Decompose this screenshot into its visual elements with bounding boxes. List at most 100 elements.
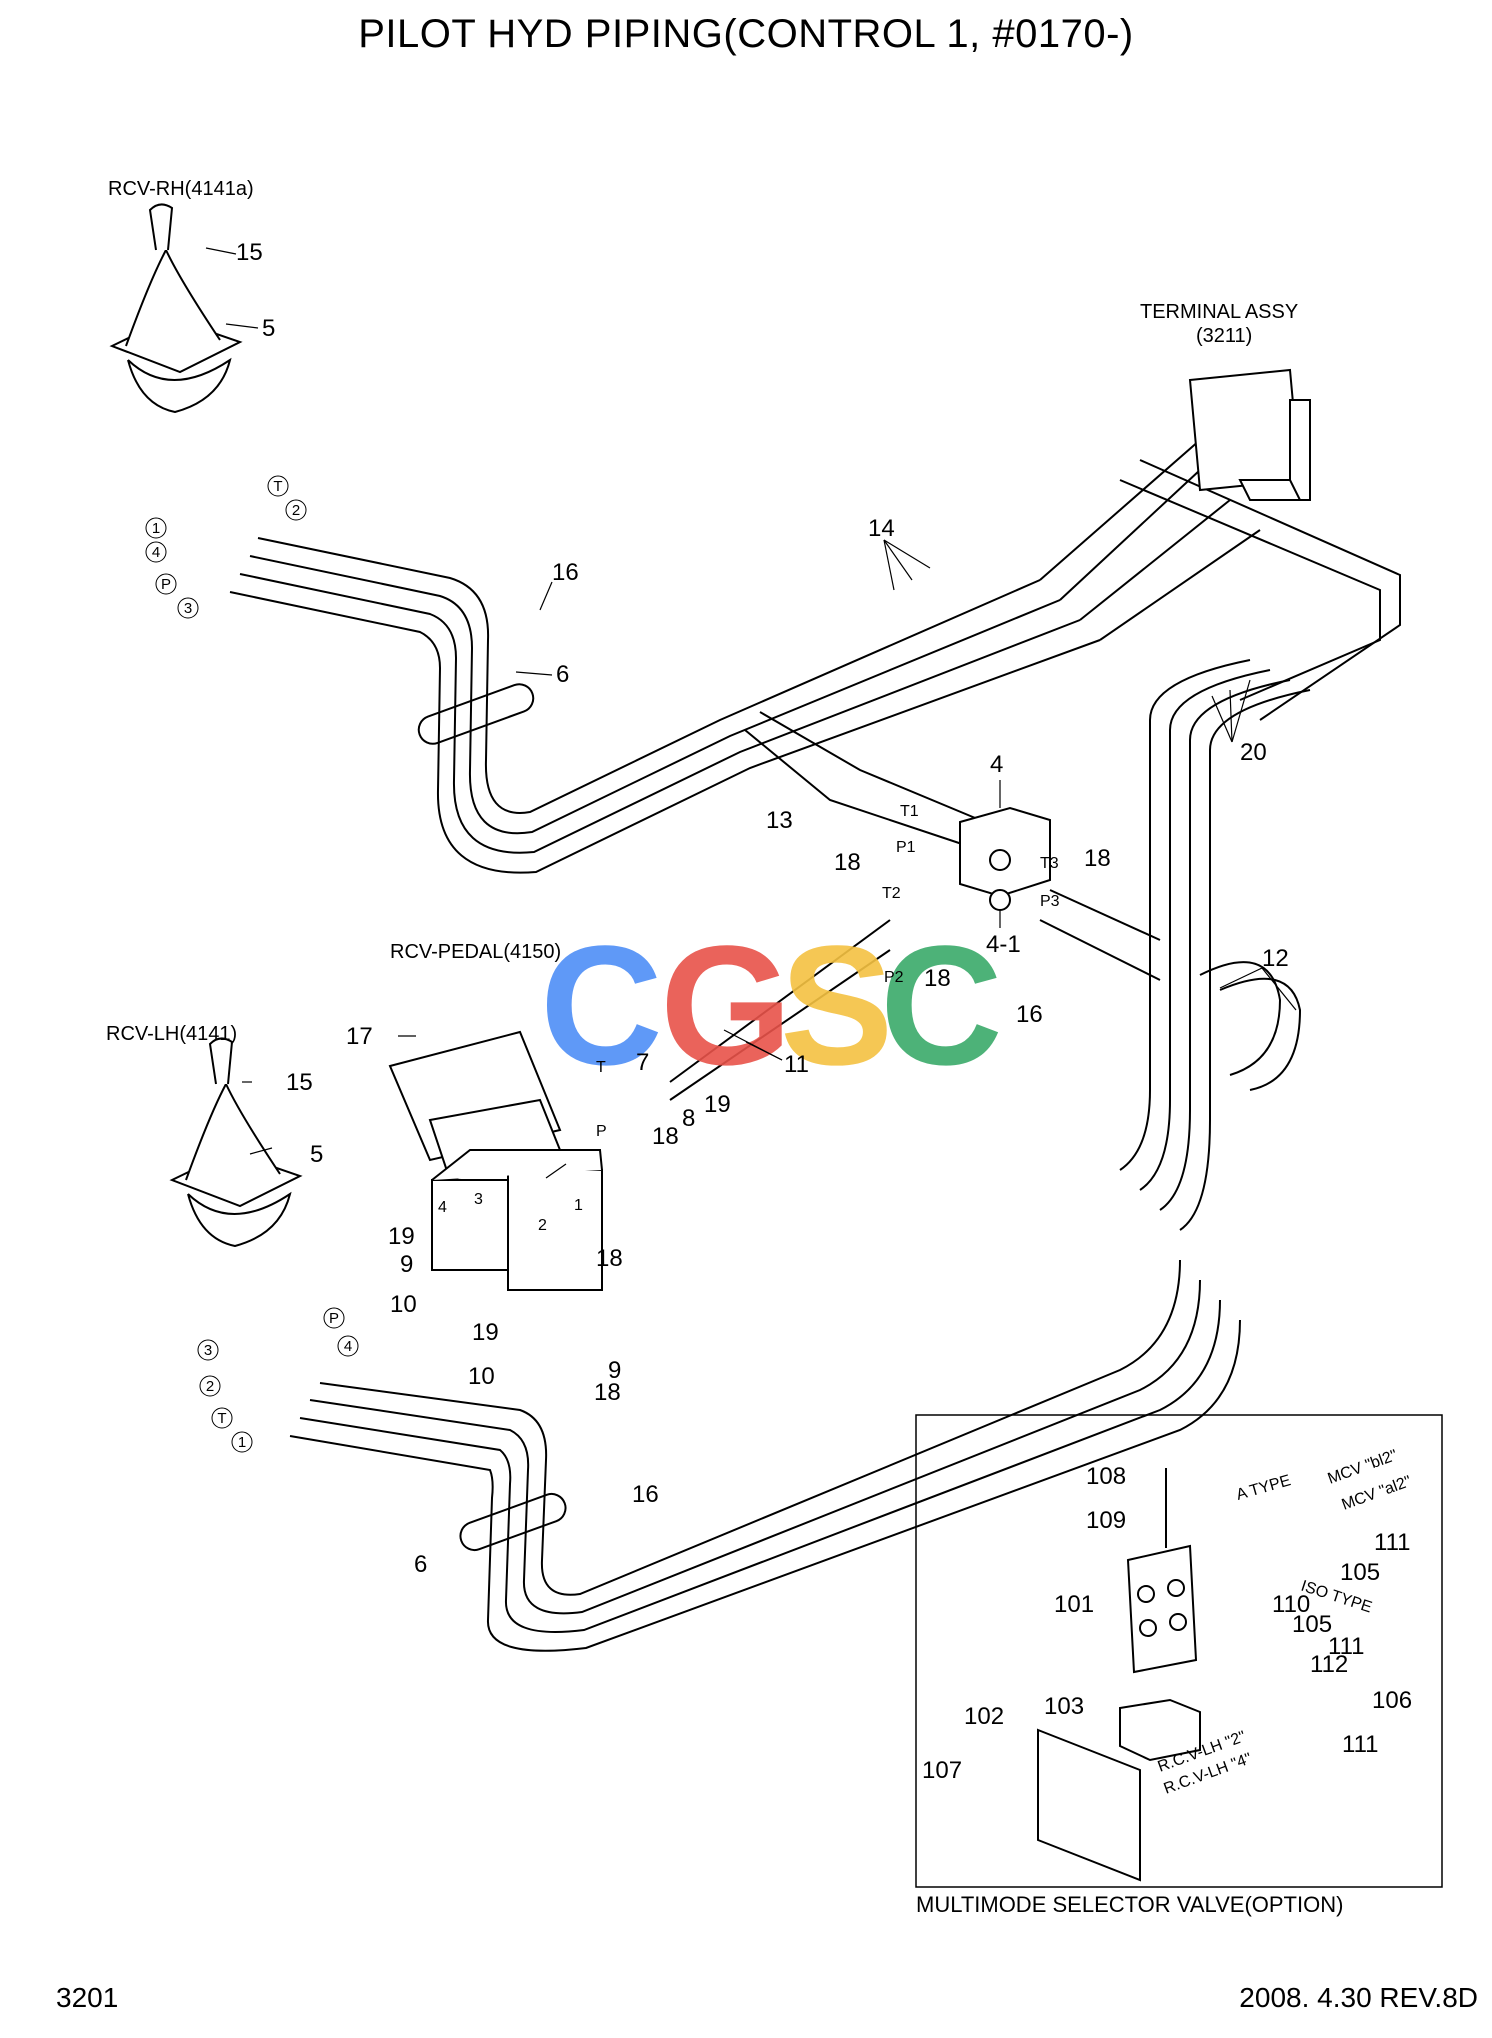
part-16-top: 16 <box>552 559 579 586</box>
port-a-type: A TYPE <box>1234 1472 1292 1504</box>
tag-2-lh: 2 <box>206 1378 214 1395</box>
part-numbers: 15 5 16 6 1 4 4 13 18 18 4-1 18 16 7 11 8… <box>236 239 1412 1784</box>
tag-3-lh: 3 <box>204 1342 212 1359</box>
page-number: 3201 <box>56 1982 119 2013</box>
caption-rcv-rh: RCV-RH(4141a) <box>108 178 254 200</box>
tag-circle <box>177 597 199 619</box>
tag-circle <box>285 499 307 521</box>
part-20: 20 <box>1240 739 1267 766</box>
captions: RCV-RH(4141a) RCV-LH(4141) RCV-PEDAL(415… <box>106 178 1343 1917</box>
part-18-f: 18 <box>594 1379 621 1406</box>
clamps <box>417 683 567 1552</box>
circle-tags-rh: 1 4 P 3 T 2 <box>145 475 307 619</box>
part-16-lh: 16 <box>632 1481 659 1508</box>
tag-4-lh: 4 <box>344 1338 352 1355</box>
part-4: 4 <box>990 751 1003 778</box>
port-p2: P2 <box>884 969 904 986</box>
part-13: 13 <box>766 807 793 834</box>
port-p3: P3 <box>1040 893 1060 910</box>
port-p1: P1 <box>896 839 916 856</box>
port-t: T <box>596 1059 606 1076</box>
part-111-b: 111 <box>1328 1633 1364 1660</box>
watermark-c2: C <box>880 911 1003 1101</box>
caption-multimode: MULTIMODE SELECTOR VALVE(OPTION) <box>916 1892 1343 1917</box>
tag-circle <box>155 573 177 595</box>
tag-3: 3 <box>184 600 192 617</box>
part-8: 8 <box>682 1105 695 1132</box>
tag-p-lh: P <box>329 1310 339 1327</box>
port-1: 1 <box>574 1197 583 1214</box>
page-title: PILOT HYD PIPING(CONTROL 1, #0170-) <box>358 12 1134 56</box>
tag-p: P <box>161 576 171 593</box>
part-10-a: 10 <box>390 1291 417 1318</box>
part-7: 7 <box>636 1049 649 1076</box>
clamp-6-upper <box>417 683 535 745</box>
tag-2: 2 <box>292 502 300 519</box>
part-105-a: 105 <box>1340 1559 1380 1586</box>
revision-date: 2008. 4.30 REV.8D <box>1239 1982 1478 2013</box>
part-5-rh: 5 <box>262 315 275 342</box>
part-111-a: 111 <box>1374 1529 1410 1556</box>
tag-circle <box>231 1431 253 1453</box>
part-101: 101 <box>1054 1591 1094 1618</box>
part-111-c: 111 <box>1342 1731 1378 1758</box>
part-19-c: 19 <box>472 1319 499 1346</box>
part-16-mid: 16 <box>1016 1001 1043 1028</box>
tag-circle <box>337 1335 359 1357</box>
port-t3: T3 <box>1040 855 1059 872</box>
tag-t-lh: T <box>217 1410 226 1427</box>
port-4: 4 <box>438 1199 447 1216</box>
multimode-valve-frame <box>915 1414 1443 1888</box>
part-112: 112 <box>1310 1651 1348 1678</box>
watermark-s: S <box>780 911 893 1101</box>
part-18-a: 18 <box>834 849 861 876</box>
terminal-assy <box>1188 368 1311 501</box>
port-3: 3 <box>474 1191 483 1208</box>
rcv-rh-joystick <box>109 203 243 414</box>
caption-terminal-assy: TERMINAL ASSY <box>1140 301 1298 323</box>
watermark-c1: C <box>540 911 663 1101</box>
part-4-1: 4-1 <box>986 931 1021 958</box>
part-5-lh: 5 <box>310 1141 323 1168</box>
part-108: 108 <box>1086 1463 1126 1490</box>
part-6-top: 6 <box>556 661 569 688</box>
part-9-b: 9 <box>608 1357 621 1384</box>
caption-rcv-pedal: RCV-PEDAL(4150) <box>390 941 561 963</box>
tag-4: 4 <box>152 544 160 561</box>
tag-circle <box>145 517 167 539</box>
rcv-lh-joystick <box>169 1037 303 1248</box>
port-p: P <box>596 1123 607 1140</box>
part-105-b: 105 <box>1292 1611 1332 1638</box>
clamp-6-lower <box>459 1492 567 1552</box>
port-2: 2 <box>538 1217 547 1234</box>
port-t2: T2 <box>882 885 901 902</box>
part-19-a: 19 <box>704 1091 731 1118</box>
tag-circle <box>211 1407 233 1429</box>
part-18-c: 18 <box>924 965 951 992</box>
part-109: 109 <box>1086 1507 1126 1534</box>
caption-terminal-code: (3211) <box>1196 325 1252 347</box>
watermark-g: G <box>660 911 792 1101</box>
part-17: 17 <box>346 1023 373 1050</box>
part-11: 11 <box>784 1051 809 1078</box>
part-15-rh: 15 <box>236 239 263 266</box>
part-103: 103 <box>1044 1693 1084 1720</box>
tag-circle <box>199 1375 221 1397</box>
rcv-pedal <box>388 1030 603 1291</box>
part-106: 106 <box>1372 1687 1412 1714</box>
watermark: C G S C <box>540 911 1003 1101</box>
part-6-lh: 6 <box>414 1551 427 1578</box>
part-15-lh: 15 <box>286 1069 313 1096</box>
tag-circle <box>197 1339 219 1361</box>
part-9-a: 9 <box>400 1251 413 1278</box>
part-110: 110 <box>1272 1591 1310 1618</box>
part-19-b: 19 <box>388 1223 415 1250</box>
tag-t: T <box>273 478 282 495</box>
part-10-b: 10 <box>468 1363 495 1390</box>
hose-bundle-right <box>229 439 1401 1652</box>
part-18-b: 18 <box>1084 845 1111 872</box>
part-18-e: 18 <box>596 1245 623 1272</box>
part-18-d: 18 <box>652 1123 679 1150</box>
part-102: 102 <box>964 1703 1004 1730</box>
